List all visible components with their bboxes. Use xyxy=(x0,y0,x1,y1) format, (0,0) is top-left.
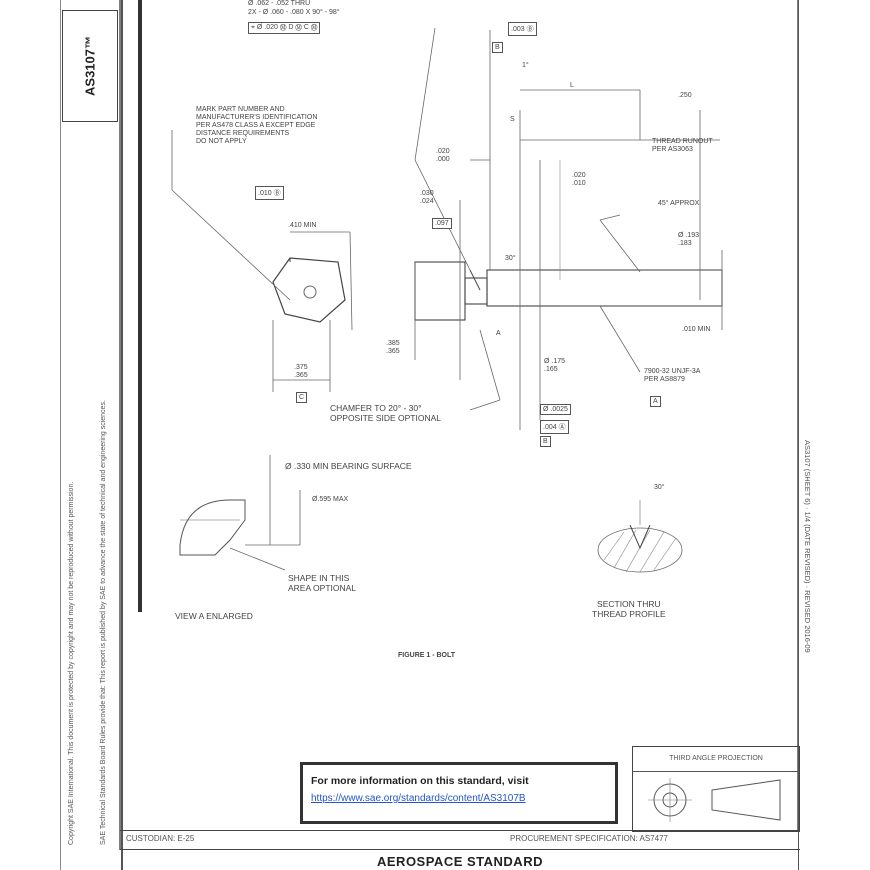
dim-phi-175: Ø .175.165 xyxy=(544,358,566,374)
datum-b-top: B xyxy=(492,42,503,53)
dim-010: .010 Ⓑ xyxy=(255,186,284,200)
dim-020: .020.000 xyxy=(436,148,450,164)
dim-410-min: .410 MIN xyxy=(288,222,317,229)
max-dia-note: Ø.595 MAX xyxy=(312,496,349,503)
title-block-row: CUSTODIAN: E-25 PROCUREMENT SPECIFICATIO… xyxy=(120,830,800,850)
bearing-note: Ø .330 MIN BEARING SURFACE xyxy=(285,461,412,471)
dim-phi-0025: Ø .0025 xyxy=(540,404,571,415)
angle-1: 1° xyxy=(522,62,529,69)
dim-phi-190: Ø .193.183 xyxy=(678,232,700,248)
info-box-title: For more information on this standard, v… xyxy=(311,775,529,787)
aerospace-standard-title: AEROSPACE STANDARD xyxy=(377,854,543,869)
dim-385: .385.365 xyxy=(386,340,400,356)
dim-030: .030.024 xyxy=(420,190,434,206)
info-box: For more information on this standard, v… xyxy=(300,762,618,824)
dim-010-min: .010 MIN xyxy=(682,326,711,333)
projection-title: THIRD ANGLE PROJECTION xyxy=(633,747,799,772)
mark-part-note: MARK PART NUMBER AND MANUFACTURER'S IDEN… xyxy=(196,106,318,146)
standard-link[interactable]: https://www.sae.org/standards/content/AS… xyxy=(311,793,526,804)
dim-l: L xyxy=(570,82,574,89)
procurement-text: PROCUREMENT SPECIFICATION: AS7477 xyxy=(510,834,668,843)
dim-250: .250 xyxy=(678,92,692,99)
dim-375: .375.365 xyxy=(294,364,308,380)
dim-097: .097 xyxy=(432,218,452,229)
feature-control-frame-top: ⌖ Ø .020 Ⓜ D Ⓜ C Ⓜ xyxy=(248,22,321,34)
view-a-label: VIEW A ENLARGED xyxy=(175,611,253,621)
angle-30b: 30° xyxy=(654,484,665,491)
angle-30a: 30° xyxy=(505,255,516,262)
dim-radius: .020.010 xyxy=(572,172,586,188)
hole-callout-line2: 2X - Ø .060 - .080 X 90° - 98° xyxy=(248,9,340,16)
fcf-top-right: .003 Ⓑ xyxy=(508,22,537,36)
datum-b-bottom: B xyxy=(540,436,551,447)
approx-45: 45° APPROX xyxy=(658,200,700,207)
figure-caption: FIGURE 1 - BOLT xyxy=(398,652,456,659)
chamfer-note: CHAMFER TO 20° - 30°OPPOSITE SIDE OPTION… xyxy=(330,403,441,423)
document-number-box: AS3107™ xyxy=(62,10,118,122)
projection-box: THIRD ANGLE PROJECTION xyxy=(632,746,800,832)
left-margin-strip xyxy=(60,0,123,870)
datum-c-hex: C xyxy=(296,392,308,403)
datum-a-box: A xyxy=(650,396,661,407)
custodian-text: CUSTODIAN: E-25 xyxy=(126,834,195,843)
datum-a-label: A xyxy=(496,330,501,337)
dim-s: S xyxy=(510,116,515,123)
fcf-004: .004 Ⓐ xyxy=(540,420,569,434)
hole-callout-line1: Ø .062 - .052 THRU xyxy=(248,0,311,7)
